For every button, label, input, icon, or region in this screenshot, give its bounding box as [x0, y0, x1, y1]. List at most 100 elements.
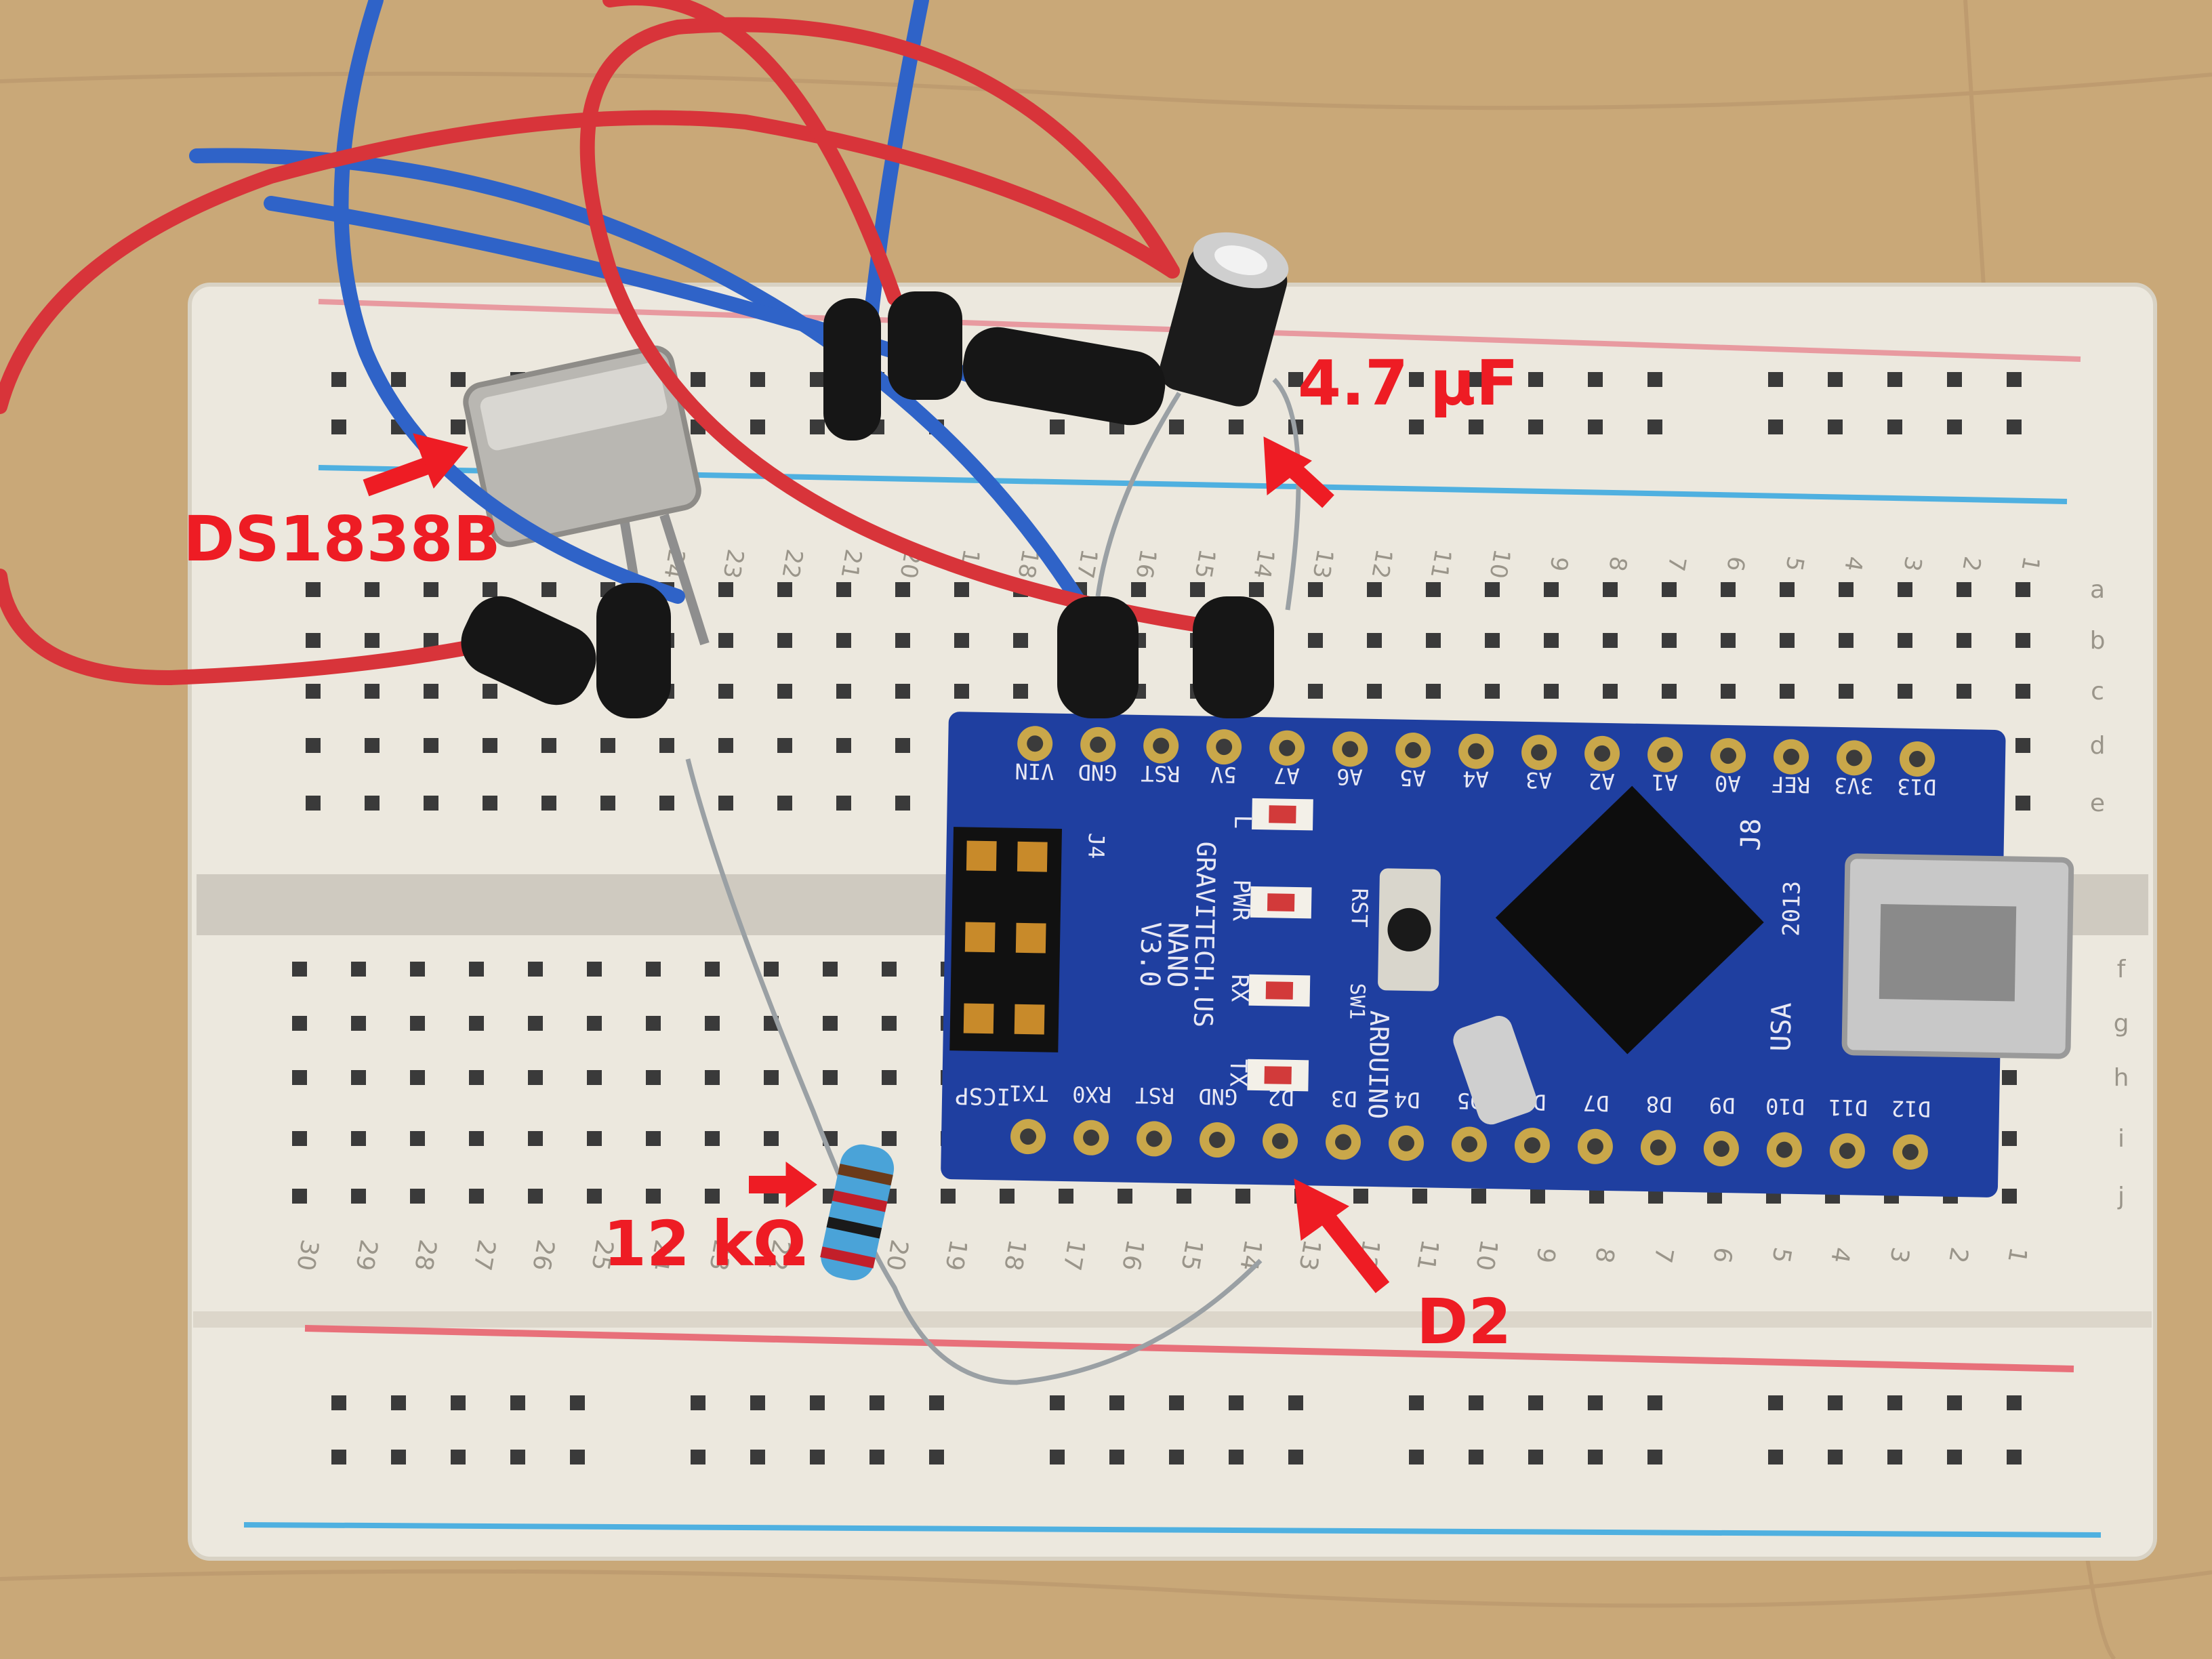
rail-hole [1828, 419, 1843, 434]
pin-label: D9 [1708, 1092, 1735, 1119]
breadboard-hole [718, 582, 733, 597]
bottom-rail-blue-line [243, 1522, 2102, 1538]
row-letter: g [2114, 1010, 2129, 1038]
rail-hole [1947, 1395, 1962, 1410]
pin-label: D11 [1828, 1094, 1868, 1121]
breadboard-hole [705, 1070, 720, 1085]
pin-annotation: D2 [1416, 1286, 1512, 1358]
breadboard-hole [1308, 633, 1323, 648]
breadboard-hole [1603, 582, 1618, 597]
breadboard-hole [1013, 633, 1028, 648]
pin-label: GND [1078, 759, 1117, 785]
breadboard-hole [954, 633, 969, 648]
breadboard-hole [1485, 582, 1500, 597]
column-number-bottom: 20 [880, 1237, 913, 1273]
breadboard-hole [351, 1016, 366, 1031]
bottom-pin-labels: TX1RX0RSTGNDD2D3D4D5D6D7D8D9D10D11D12 [1009, 1080, 1931, 1122]
breadboard-hole [292, 1070, 307, 1085]
rail-hole [1050, 419, 1065, 434]
rail-hole [1409, 1450, 1424, 1465]
row-letter: b [2090, 627, 2106, 655]
breadboard-hole [2015, 582, 2030, 597]
breadboard-hole [1839, 633, 1853, 648]
breadboard-hole [882, 962, 897, 977]
rail-hole [331, 1395, 346, 1410]
breadboard-hole [1544, 633, 1559, 648]
silk-rst: RST [1347, 888, 1373, 927]
breadboard-hole [587, 962, 602, 977]
breadboard-hole [1249, 582, 1264, 597]
breadboard-hole [941, 1189, 956, 1204]
rail-hole [451, 419, 466, 434]
breadboard-hole [777, 796, 792, 811]
breadboard-hole [365, 582, 380, 597]
rail-hole [1887, 419, 1902, 434]
column-number-top: 15 [1189, 547, 1221, 581]
pin-label: D12 [1891, 1095, 1931, 1122]
breadboard-hole [1898, 633, 1912, 648]
breadboard-hole [1544, 684, 1559, 699]
breadboard-hole [718, 796, 733, 811]
rail-hole [1588, 419, 1603, 434]
row-letter: a [2090, 576, 2105, 604]
rail-hole [391, 1395, 406, 1410]
breadboard-hole [705, 1189, 720, 1204]
bottom-pin-row [1010, 1119, 1928, 1170]
breadboard-hole [895, 633, 910, 648]
breadboard-hole [659, 796, 674, 811]
rail-hole [869, 1450, 884, 1465]
breadboard-hole [1000, 1189, 1015, 1204]
breadboard-hole [1839, 582, 1853, 597]
breadboard-hole [410, 962, 425, 977]
rail-hole [1409, 419, 1424, 434]
breadboard-hole [410, 1016, 425, 1031]
pin-label: RX0 [1072, 1081, 1111, 1107]
breadboard-hole [1412, 1189, 1427, 1204]
rail-hole [1229, 1395, 1244, 1410]
breadboard-hole [823, 1070, 838, 1085]
rail-hole [1169, 1450, 1184, 1465]
breadboard-hole [365, 633, 380, 648]
breadboard-hole [659, 738, 674, 753]
silk-maker: GRAVITECH.US [1188, 841, 1221, 1027]
breadboard-hole [646, 1189, 661, 1204]
breadboard-hole [1367, 684, 1382, 699]
breadboard-hole [1235, 1189, 1250, 1204]
breadboard-hole [365, 684, 380, 699]
breadboard-hole [1603, 684, 1618, 699]
pin-label: D3 [1331, 1086, 1357, 1112]
column-number-top: 11 [1425, 547, 1456, 581]
rail-hole [1768, 372, 1783, 387]
breadboard-hole [1471, 1189, 1486, 1204]
rail-hole [810, 419, 825, 434]
silk-led-pwr: PWR [1227, 879, 1255, 922]
breadboard-hole [483, 796, 497, 811]
pin-label: A2 [1589, 768, 1615, 794]
column-number-bottom: 23 [703, 1237, 736, 1273]
breadboard-hole [1118, 1189, 1132, 1204]
breadboard-hole [1308, 582, 1323, 597]
breadboard-hole [1190, 582, 1205, 597]
silk-usa: USA [1765, 1002, 1797, 1052]
rail-hole [691, 372, 705, 387]
breadboard-hole [587, 1016, 602, 1031]
breadboard-hole [541, 738, 556, 753]
rail-hole [2007, 1450, 2022, 1465]
breadboard-hole [895, 684, 910, 699]
breadboard-hole [718, 684, 733, 699]
rail-hole [1828, 1395, 1843, 1410]
breadboard-hole [2002, 1131, 2017, 1146]
silk-led-tx: TX [1224, 1059, 1252, 1087]
capacitor [1160, 232, 1289, 407]
breadboard-hole [2002, 1070, 2017, 1085]
rail-hole [1947, 419, 1962, 434]
row-letter: e [2090, 790, 2105, 817]
rail-hole [1768, 1395, 1783, 1410]
breadboard-hole [764, 1070, 779, 1085]
breadboard-hole [528, 962, 543, 977]
rail-hole [451, 1395, 466, 1410]
rail-hole [810, 1395, 825, 1410]
breadboard-hole [424, 582, 438, 597]
red-wire [579, 17, 1241, 638]
